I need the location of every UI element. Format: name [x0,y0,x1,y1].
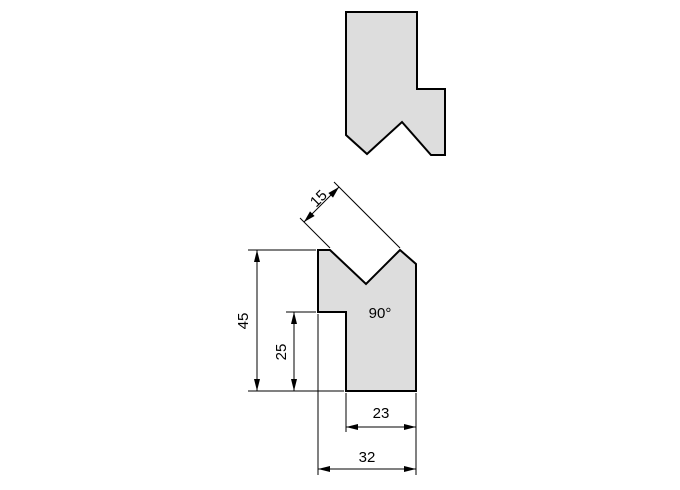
upper-die-profile [345,11,446,156]
dimension-height-step: 25 [273,312,297,391]
width-total-label: 32 [359,449,376,466]
extension-lines [248,181,417,475]
dimension-height-total: 45 [235,250,260,391]
dimension-width-total: 32 [318,449,416,472]
width-inner-label: 23 [373,405,390,422]
dimension-v-width: 15 [303,186,340,223]
v-width-label: 15 [307,187,331,211]
angle-label: 90° [369,305,392,322]
height-total-label: 45 [235,313,252,330]
height-step-label: 25 [273,344,290,361]
dimension-width-inner: 23 [346,405,416,430]
lower-die-profile [317,248,417,392]
